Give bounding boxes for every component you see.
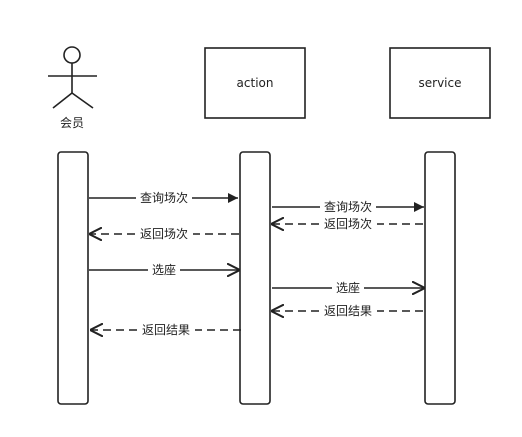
message-4-label: 返回场次 — [140, 227, 188, 241]
message-8-label: 返回结果 — [142, 323, 190, 337]
participant-service-label: service — [419, 76, 462, 90]
message-7-label: 返回结果 — [324, 304, 372, 318]
message-1-label: 查询场次 — [140, 191, 188, 205]
message-1: 查询场次 — [89, 190, 238, 205]
activation-bar-action — [239, 151, 271, 405]
activation-bar-service — [424, 151, 456, 405]
message-8: 返回结果 — [90, 322, 241, 337]
message-4: 返回场次 — [89, 226, 239, 241]
message-2: 查询场次 — [272, 199, 424, 214]
actor-label: 会员 — [60, 116, 84, 130]
message-2-label: 查询场次 — [324, 200, 372, 214]
message-5-label: 选座 — [152, 262, 176, 277]
participant-service: service — [389, 47, 491, 119]
message-3: 返回场次 — [271, 216, 423, 231]
message-6: 选座 — [272, 280, 425, 295]
participant-action: action — [204, 47, 306, 119]
actor-icon — [48, 46, 97, 109]
message-7: 返回结果 — [271, 303, 423, 318]
activation-bar-member — [57, 151, 89, 405]
message-3-label: 返回场次 — [324, 217, 372, 231]
message-6-label: 选座 — [336, 280, 360, 295]
participant-action-label: action — [237, 76, 274, 90]
message-5: 选座 — [89, 262, 240, 277]
